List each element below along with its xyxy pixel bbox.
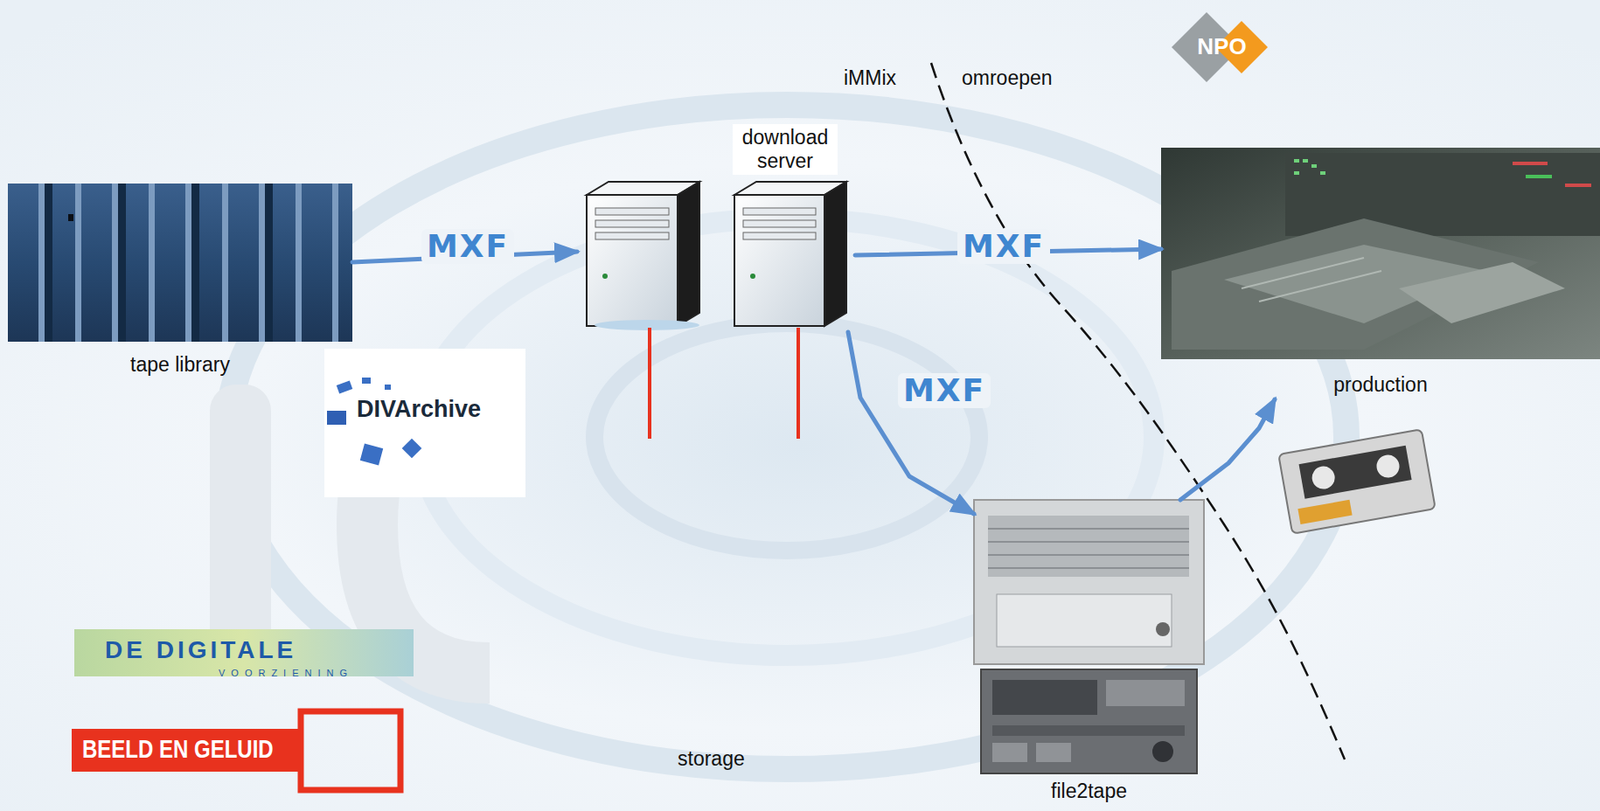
- zone-label: iMMix: [843, 66, 897, 91]
- production-desk: production: [1161, 147, 1600, 400]
- edge-label: MXF: [957, 229, 1051, 265]
- logo-text: DIVArchive: [356, 396, 481, 424]
- logo-text: DE DIGITALE: [104, 636, 297, 664]
- logo-text: NPO: [1175, 33, 1268, 61]
- format-label: MXF: [962, 228, 1045, 265]
- format-label: MXF: [903, 372, 986, 409]
- node-label: file2tape: [1050, 779, 1127, 804]
- tape-library: tape library: [7, 183, 353, 387]
- text-group: tape library: [7, 353, 353, 377]
- logo-text: DE DIGITALE: [104, 636, 297, 665]
- format-label: MXF: [426, 228, 509, 265]
- node-label: tape library: [130, 353, 230, 377]
- logo-text: VOORZIENING: [218, 667, 354, 679]
- logo-text: BEELD EN GELUID: [82, 734, 321, 765]
- text-group: file2tape: [973, 779, 1204, 804]
- flow-arrow: [1180, 399, 1275, 501]
- edge-label: MXF: [897, 373, 991, 409]
- file2tape-machine: file2tape: [973, 500, 1204, 808]
- storage-label: storage: [677, 747, 745, 771]
- flow-arrow: [848, 332, 974, 515]
- logo-text: DIVArchive: [356, 396, 481, 423]
- zone-label: omroepen: [961, 66, 1053, 90]
- logo-text: VOORZIENING: [218, 664, 354, 681]
- edge-label: MXF: [421, 229, 515, 265]
- logo-text: NPO: [1175, 33, 1268, 61]
- zone-label: iMMix: [843, 66, 897, 90]
- node-label: download server: [732, 124, 838, 175]
- node-label: production: [1333, 373, 1427, 397]
- storage-label: storage: [677, 747, 745, 772]
- zone-label: omroepen: [961, 66, 1053, 91]
- logo-text: BEELD EN GELUID: [82, 734, 274, 765]
- download-server: download server: [577, 122, 856, 333]
- text-group: production: [1161, 373, 1600, 397]
- text-group: download server: [732, 124, 838, 175]
